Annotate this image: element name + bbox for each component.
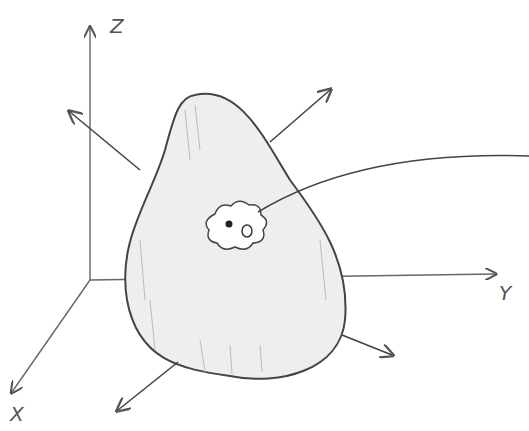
- body-outline: [125, 94, 345, 379]
- axis-label: Y: [499, 283, 511, 303]
- z-axis: [89, 28, 90, 280]
- axes: [12, 28, 495, 392]
- x-axis: [12, 280, 90, 392]
- shading: [140, 105, 326, 374]
- point-dot: [226, 221, 233, 228]
- axis-label: X: [10, 404, 24, 424]
- leader-line: [258, 155, 529, 212]
- axis-label: Z: [110, 16, 124, 36]
- small-circle: [242, 225, 252, 237]
- surface-patch: [206, 201, 266, 249]
- normal-arrows: [70, 90, 392, 410]
